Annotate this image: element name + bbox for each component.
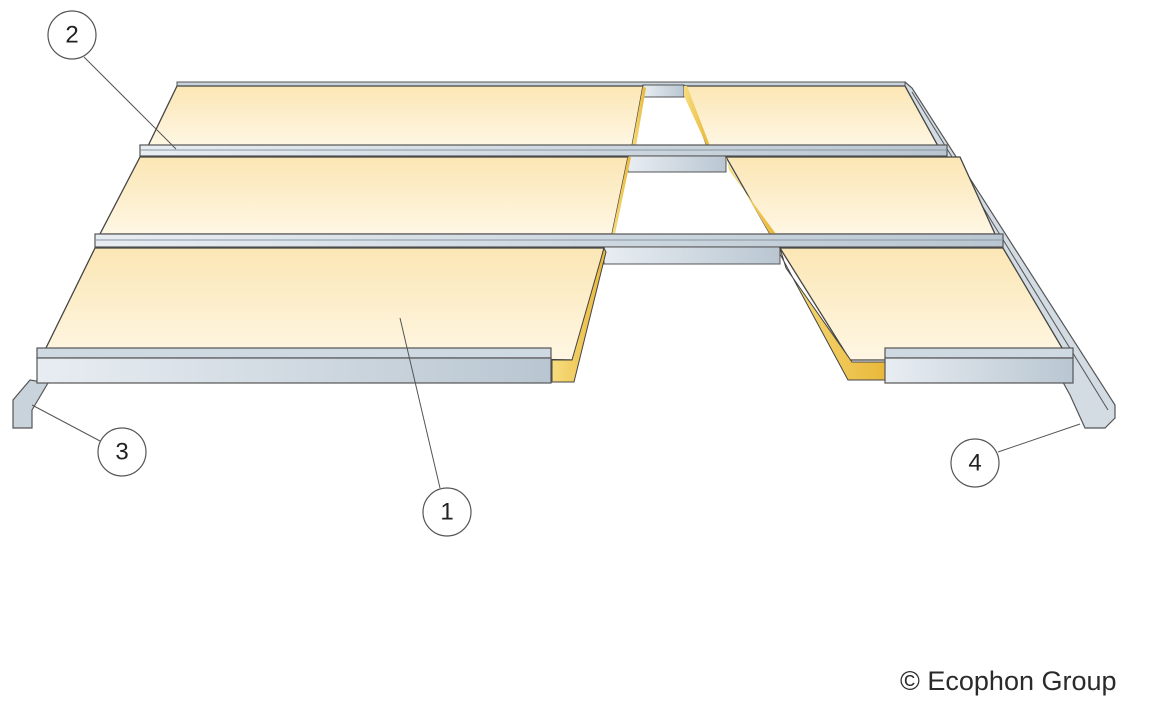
panel [683, 85, 940, 147]
leader-line-1 [399, 317, 441, 489]
callout-4: 4 [950, 438, 1000, 488]
callout-label: 2 [65, 22, 78, 49]
cross-rail [627, 155, 727, 173]
panel [146, 85, 644, 147]
callout-3: 3 [97, 427, 147, 477]
panel [98, 156, 629, 235]
callout-label: 1 [440, 499, 453, 526]
panel-edge [684, 86, 710, 146]
callout-2: 2 [47, 10, 97, 60]
leader-line-3 [31, 404, 101, 442]
panel-edge [632, 86, 646, 146]
callout-label: 3 [115, 439, 128, 466]
callout-1: 1 [422, 487, 472, 537]
leader-line-2 [83, 56, 177, 150]
copyright-notice: © Ecophon Group [900, 666, 1117, 696]
panel-edge [551, 246, 607, 383]
callout-label: 4 [968, 450, 981, 477]
front-rail-right [884, 347, 1074, 384]
cross-rail [642, 84, 685, 98]
wall-angle-left [12, 379, 49, 429]
leader-line-4 [997, 423, 1081, 453]
panel-edge [612, 157, 631, 234]
main-runner [94, 233, 1004, 248]
panel [43, 247, 605, 361]
front-rail-left [36, 347, 552, 384]
main-runner [139, 144, 948, 157]
cross-rail [603, 246, 781, 265]
